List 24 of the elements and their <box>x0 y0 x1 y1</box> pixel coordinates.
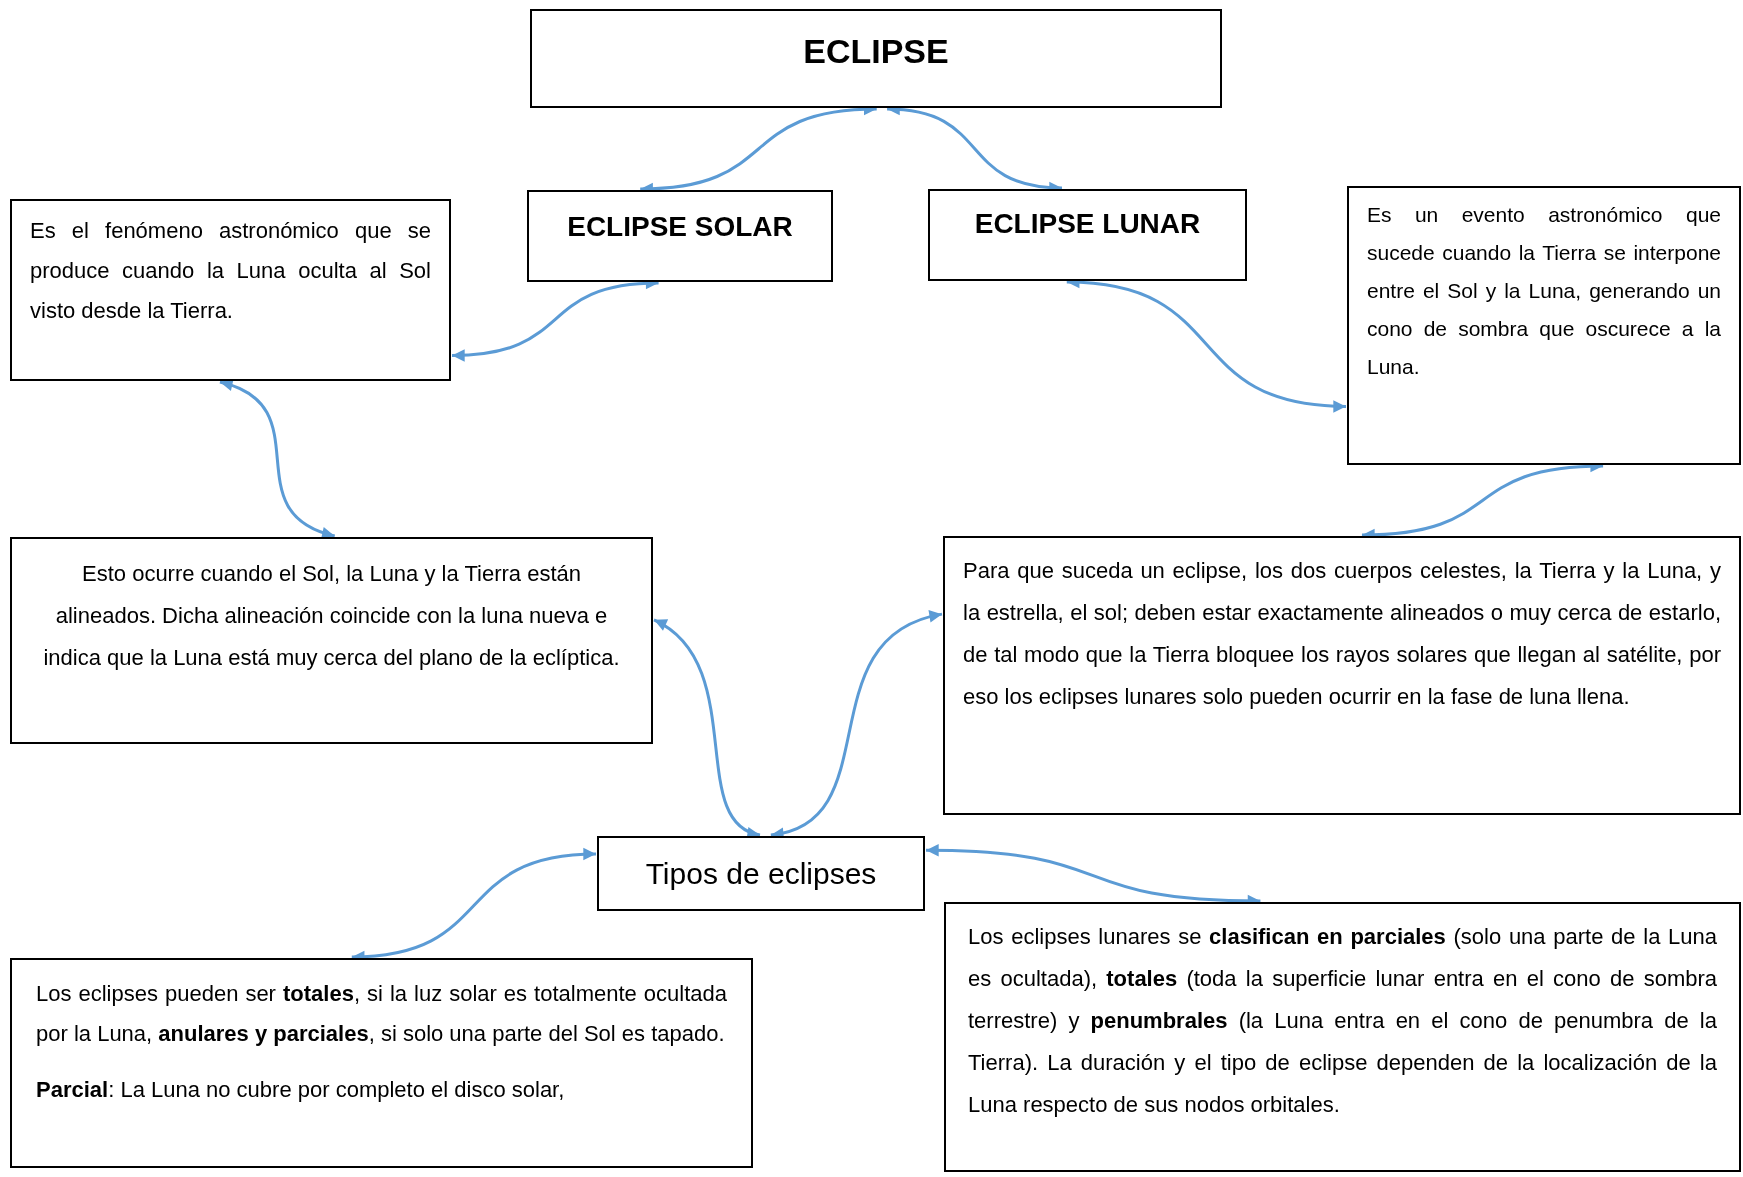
definition-box <box>1347 186 1741 465</box>
heading-text: ECLIPSE <box>802 31 950 71</box>
explanation-box <box>943 536 1741 815</box>
body-text: Los eclipses pueden ser totales, si la luz solar es totalmente ocultada por la Luna, anulares y parciales, si solo una parte del Sol es tapado. <box>36 980 727 1048</box>
curved-arrow <box>653 618 761 837</box>
heading-text: ECLIPSE SOLAR <box>566 210 794 244</box>
explanation-box <box>10 537 653 744</box>
definition-box <box>10 199 451 381</box>
topic-box <box>928 189 1247 281</box>
category-box <box>597 836 925 911</box>
title-box <box>530 9 1222 108</box>
body-text: Para que suceda un eclipse, los dos cuerpos celestes, la Tierra y la Luna, y la estrella, el sol; deben estar exactamente alineados o muy cerca de estarlo, de tal modo que la Tierra bloquee los rayos solares que llegan al satélite, por eso los eclipses lunares solo pueden ocurrir en la fase de luna llena. <box>963 557 1721 711</box>
body-text: Es un evento astronómico que sucede cuando la Tierra se interpone entre el Sol y la Luna, generando un cono de sombra que oscurece a la Luna. <box>1367 202 1721 380</box>
body-text: Tipos de eclipses <box>644 856 878 892</box>
body-text: Esto ocurre cuando el Sol, la Luna y la Tierra están alineados. Dicha alineación coincide con la luna nueva e indica que la Luna está muy cerca del plano de la eclíptica. <box>42 560 621 672</box>
body-text: Los eclipses lunares se clasifican en parciales (solo una parte de la Luna es ocultada), totales (toda la superficie lunar entra en el cono de sombra terrestre) y penumbrales (la Luna entra en el cono de penumbra de la Tierra). La duración y el tipo de eclipse dependen de la localización de la Luna respecto de sus nodos orbitales. <box>968 923 1717 1119</box>
topic-box <box>527 190 833 282</box>
description-box <box>10 958 753 1168</box>
curved-arrow <box>219 380 336 538</box>
curved-arrow <box>770 611 943 839</box>
description-box <box>944 902 1741 1172</box>
heading-text: ECLIPSE LUNAR <box>973 207 1202 241</box>
body-text: Parcial: La Luna no cubre por completo el disco solar, <box>36 1076 566 1104</box>
body-text: Es el fenómeno astronómico que se produce cuando la Luna oculta al Sol visto desde la Tierra. <box>30 217 431 325</box>
